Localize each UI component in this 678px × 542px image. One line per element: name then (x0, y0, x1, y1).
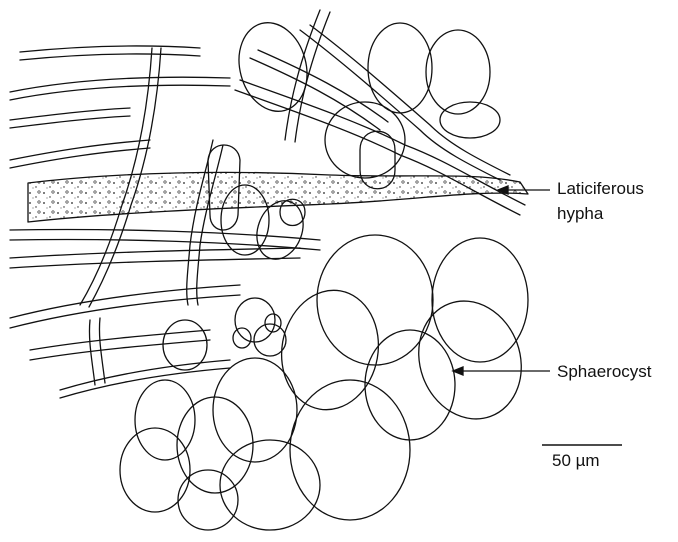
laticiferous-hypha-label-line2: hypha (557, 203, 603, 225)
laticiferous-hypha-label-line1: Laticiferous (557, 178, 644, 200)
scale-bar-label: 50 µm (552, 450, 600, 472)
sphaerocyst-label: Sphaerocyst (557, 361, 652, 383)
